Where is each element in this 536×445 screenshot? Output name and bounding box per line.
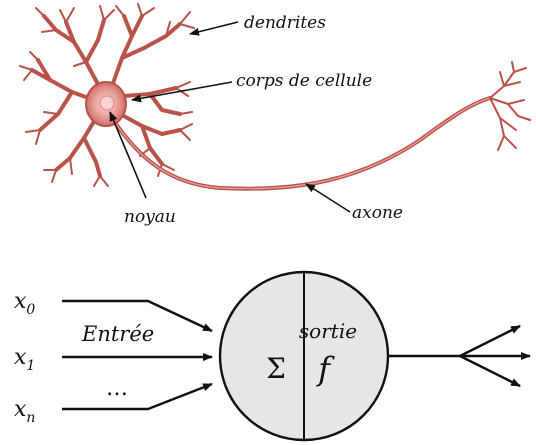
output-branch-up [460, 326, 520, 356]
input-ellipsis: … [106, 376, 128, 401]
input-x1: x1 [14, 345, 35, 374]
dendrites-label: dendrites [244, 13, 326, 33]
output-branch-down [460, 356, 520, 386]
perceptron: x0 x1 xn Entrée … Σ f sortie [14, 272, 530, 440]
sum-symbol: Σ [266, 352, 286, 385]
nucleus [100, 96, 114, 110]
input-x0: x0 [14, 289, 35, 318]
output-label: sortie [299, 319, 357, 343]
axon-terminals [490, 62, 530, 150]
cell-body-label: corps de cellule [236, 71, 372, 91]
svg-text:xn: xn [14, 397, 35, 426]
svg-text:x1: x1 [14, 345, 35, 374]
dendrites-arrow [190, 22, 238, 34]
input-label: Entrée [81, 322, 154, 346]
input-xn: xn [14, 397, 35, 426]
axon-label: axone [352, 203, 403, 223]
axon-arrow [306, 184, 350, 212]
input-line-n [62, 384, 212, 409]
nucleus-label: noyau [124, 207, 176, 227]
svg-text:x0: x0 [14, 289, 35, 318]
